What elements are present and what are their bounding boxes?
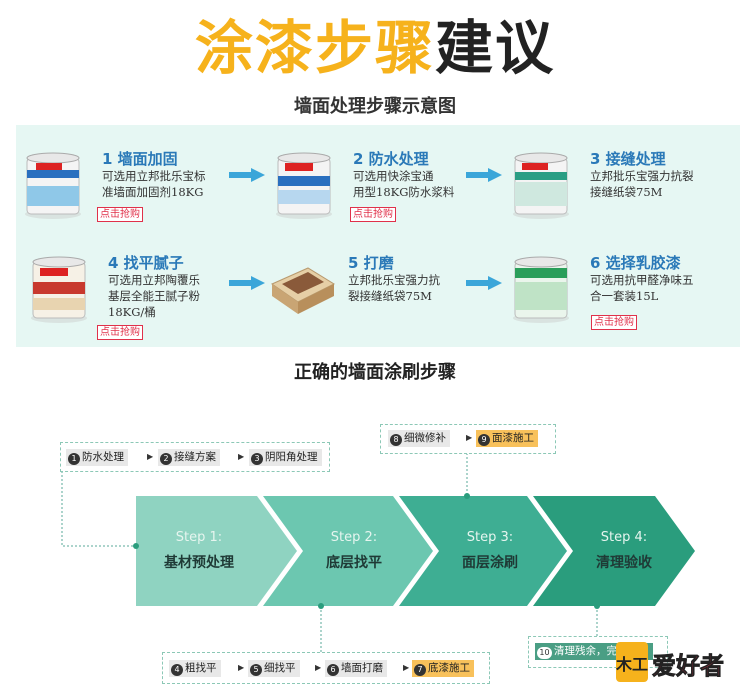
chevron-name: 基材预处理 — [164, 555, 234, 571]
svg-text:爱好者: 爱好者 — [652, 652, 724, 680]
buy-button[interactable]: 点击抢购 — [97, 207, 143, 222]
step-title: 4 找平腻子 — [108, 254, 184, 272]
sandpaper-box-icon — [270, 267, 336, 314]
step-desc: 可选用抗甲醛净味五 合一套装15L — [590, 273, 694, 303]
paint-bucket-icon — [513, 152, 569, 219]
step-desc: 立邦批乐宝强力抗裂 接缝纸袋75M — [590, 169, 694, 199]
hero-title-part1: 涂漆步骤 — [194, 14, 435, 82]
chevron-step-2 — [263, 496, 433, 606]
arrow-separator-icon: ▶ — [238, 663, 245, 672]
chevron-step-4 — [533, 496, 695, 606]
arrow-separator-icon: ▶ — [147, 452, 154, 461]
hero-title: 涂漆步骤建议 — [0, 8, 750, 88]
buy-button[interactable]: 点击抢购 — [350, 207, 396, 222]
arrow-separator-icon: ▶ — [315, 663, 322, 672]
arrow-right-icon — [229, 276, 265, 290]
chevron-label: Step 4: — [600, 530, 648, 545]
paint-bucket-icon — [25, 152, 81, 219]
chevron-name: 底层找平 — [326, 555, 382, 571]
step-title: 3 接缝处理 — [590, 150, 666, 168]
step-desc: 可选用立邦陶覆乐 基层全能王腻子粉 18KG/桶 — [108, 273, 200, 319]
paint-bucket-icon — [31, 256, 87, 323]
step-desc: 可选用立邦批乐宝标 准墙面加固剂18KG — [102, 169, 206, 199]
section2-title: 正确的墙面涂刷步骤 — [294, 362, 456, 383]
buy-button[interactable]: 点击抢购 — [591, 315, 637, 330]
chevron-label: Step 1: — [175, 530, 223, 545]
step-title: 2 防水处理 — [353, 150, 429, 168]
svg-text:木工: 木工 — [616, 655, 648, 674]
steps-panel — [16, 125, 740, 347]
step-title: 5 打磨 — [348, 254, 394, 272]
chevron-name: 面层涂刷 — [462, 555, 518, 571]
arrow-separator-icon: ▶ — [466, 433, 473, 442]
chevron-label: Step 2: — [330, 530, 378, 545]
arrow-right-icon — [466, 276, 502, 290]
chevron-label: Step 3: — [466, 530, 514, 545]
section1-title: 墙面处理步骤示意图 — [294, 96, 456, 117]
hero-title-part2: 建议 — [435, 14, 556, 82]
paint-bucket-icon — [513, 256, 569, 323]
buy-button[interactable]: 点击抢购 — [97, 325, 143, 340]
arrow-separator-icon: ▶ — [403, 663, 410, 672]
arrow-right-icon — [229, 168, 265, 182]
step-desc: 可选用快涂宝通 用型18KG防水浆料 — [353, 169, 455, 199]
paint-bucket-icon — [276, 152, 332, 219]
step-title: 6 选择乳胶漆 — [590, 254, 681, 272]
arrow-separator-icon: ▶ — [238, 452, 245, 461]
step-desc: 立邦批乐宝强力抗 裂接缝纸袋75M — [348, 273, 440, 303]
watermark-logo: 木工 爱好者 — [616, 642, 724, 682]
chevron-step-1 — [136, 496, 297, 606]
chevron-name: 清理验收 — [596, 555, 652, 571]
arrow-right-icon — [466, 168, 502, 182]
chevron-step-3 — [399, 496, 567, 606]
step-title: 1 墙面加固 — [102, 150, 178, 168]
